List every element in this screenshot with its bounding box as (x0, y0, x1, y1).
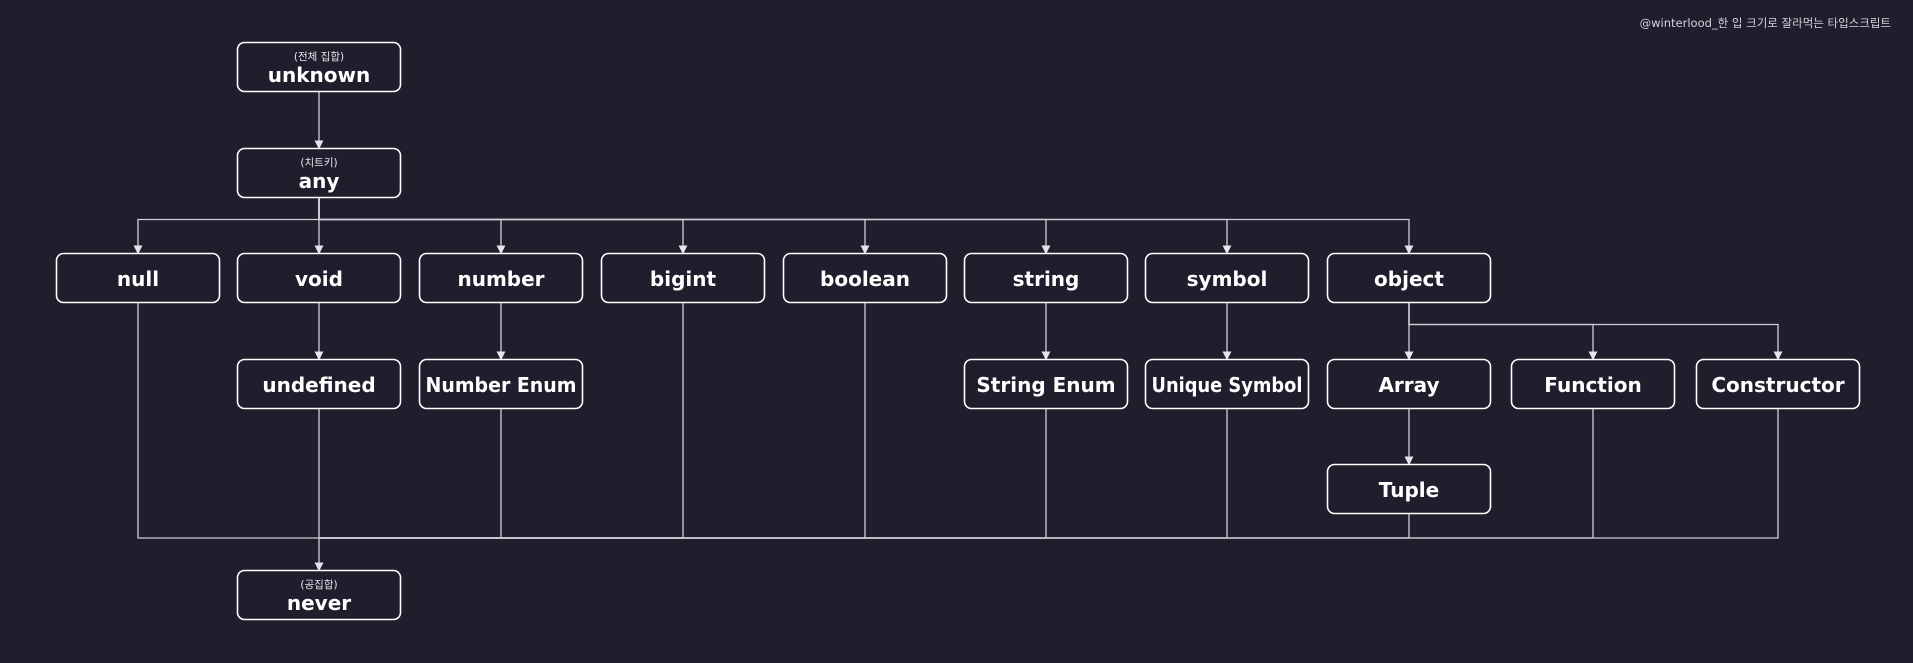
node-label-undefined: undefined (262, 373, 375, 397)
node-box-symbol (1144, 252, 1310, 304)
node-label-null: null (117, 267, 159, 291)
node-string: string (963, 252, 1129, 304)
edge-boolean-to-never (319, 302, 866, 539)
node-box-constructor (1695, 358, 1861, 410)
node-number-enum: Number Enum (418, 358, 584, 410)
node-label-number-enum: Number Enum (426, 373, 577, 397)
node-label-symbol: symbol (1187, 267, 1268, 291)
node-box-object (1326, 252, 1492, 304)
node-note-any: (치트키) (300, 157, 337, 169)
node-box-void (236, 252, 402, 304)
node-box-number (418, 252, 584, 304)
connector-layer (133, 91, 1783, 572)
node-label-never: never (287, 591, 351, 615)
node-box-unknown (236, 41, 402, 93)
node-undefined: undefined (236, 358, 402, 410)
node-number: number (418, 252, 584, 304)
node-void: void (236, 252, 402, 304)
node-box-null (55, 252, 221, 304)
node-box-bigint (600, 252, 766, 304)
node-layer: (전체 집합)unknown (치트키)any null void number bigi… (55, 41, 1861, 621)
node-label-object: object (1374, 267, 1444, 291)
node-function: Function (1510, 358, 1676, 410)
node-bigint: bigint (600, 252, 766, 304)
node-tuple: Tuple (1326, 463, 1492, 515)
node-note-unknown: (전체 집합) (294, 51, 344, 63)
node-label-constructor: Constructor (1711, 373, 1844, 397)
node-label-unknown: unknown (268, 63, 370, 87)
edge-any-to-boolean (318, 197, 870, 255)
node-box-string (963, 252, 1129, 304)
node-box-any (236, 147, 402, 199)
edge-any-to-symbol (318, 197, 1232, 255)
node-box-function (1510, 358, 1676, 410)
author-watermark: @winterlood_한 입 크기로 잘라먹는 타입스크립트 (1639, 16, 1891, 30)
node-label-boolean: boolean (820, 267, 910, 291)
node-label-bigint: bigint (650, 267, 717, 291)
edge-any-to-null (133, 197, 320, 255)
edge-object-to-constructor (1408, 302, 1783, 361)
node-box-tuple (1326, 463, 1492, 515)
node-symbol: symbol (1144, 252, 1310, 304)
node-box-never (236, 569, 402, 621)
node-label-number: number (457, 267, 544, 291)
edge-constructor-to-never (319, 408, 1779, 539)
node-label-string: string (1013, 267, 1080, 291)
node-null: null (55, 252, 221, 304)
node-label-function: Function (1544, 373, 1641, 397)
node-constructor: Constructor (1695, 358, 1861, 410)
edge-any-to-object (318, 197, 1414, 255)
edge-number-enum-to-never (319, 408, 502, 539)
node-string-enum: String Enum (963, 358, 1129, 410)
node-label-any: any (299, 169, 340, 193)
node-box-array (1326, 358, 1492, 410)
node-object: object (1326, 252, 1492, 304)
node-box-unique-symbol (1144, 358, 1310, 410)
node-box-boolean (782, 252, 948, 304)
node-unique-symbol: Unique Symbol (1144, 358, 1310, 410)
edge-any-to-number (318, 197, 506, 255)
node-label-string-enum: String Enum (976, 373, 1115, 397)
edge-unique-symbol-to-never (319, 408, 1228, 539)
node-note-never: (공집합) (300, 579, 337, 591)
edge-tuple-to-never (319, 513, 1410, 539)
node-array: Array (1326, 358, 1492, 410)
node-unknown: (전체 집합)unknown (236, 41, 402, 93)
node-label-array: Array (1378, 373, 1439, 397)
node-label-tuple: Tuple (1379, 478, 1439, 502)
node-box-string-enum (963, 358, 1129, 410)
node-any: (치트키)any (236, 147, 402, 199)
node-box-number-enum (418, 358, 584, 410)
edge-null-to-never (137, 302, 319, 539)
edge-object-to-function (1408, 302, 1598, 361)
node-boolean: boolean (782, 252, 948, 304)
node-label-void: void (295, 267, 343, 291)
node-box-undefined (236, 358, 402, 410)
node-never: (공집합)never (236, 569, 402, 621)
node-label-unique-symbol: Unique Symbol (1152, 373, 1303, 397)
